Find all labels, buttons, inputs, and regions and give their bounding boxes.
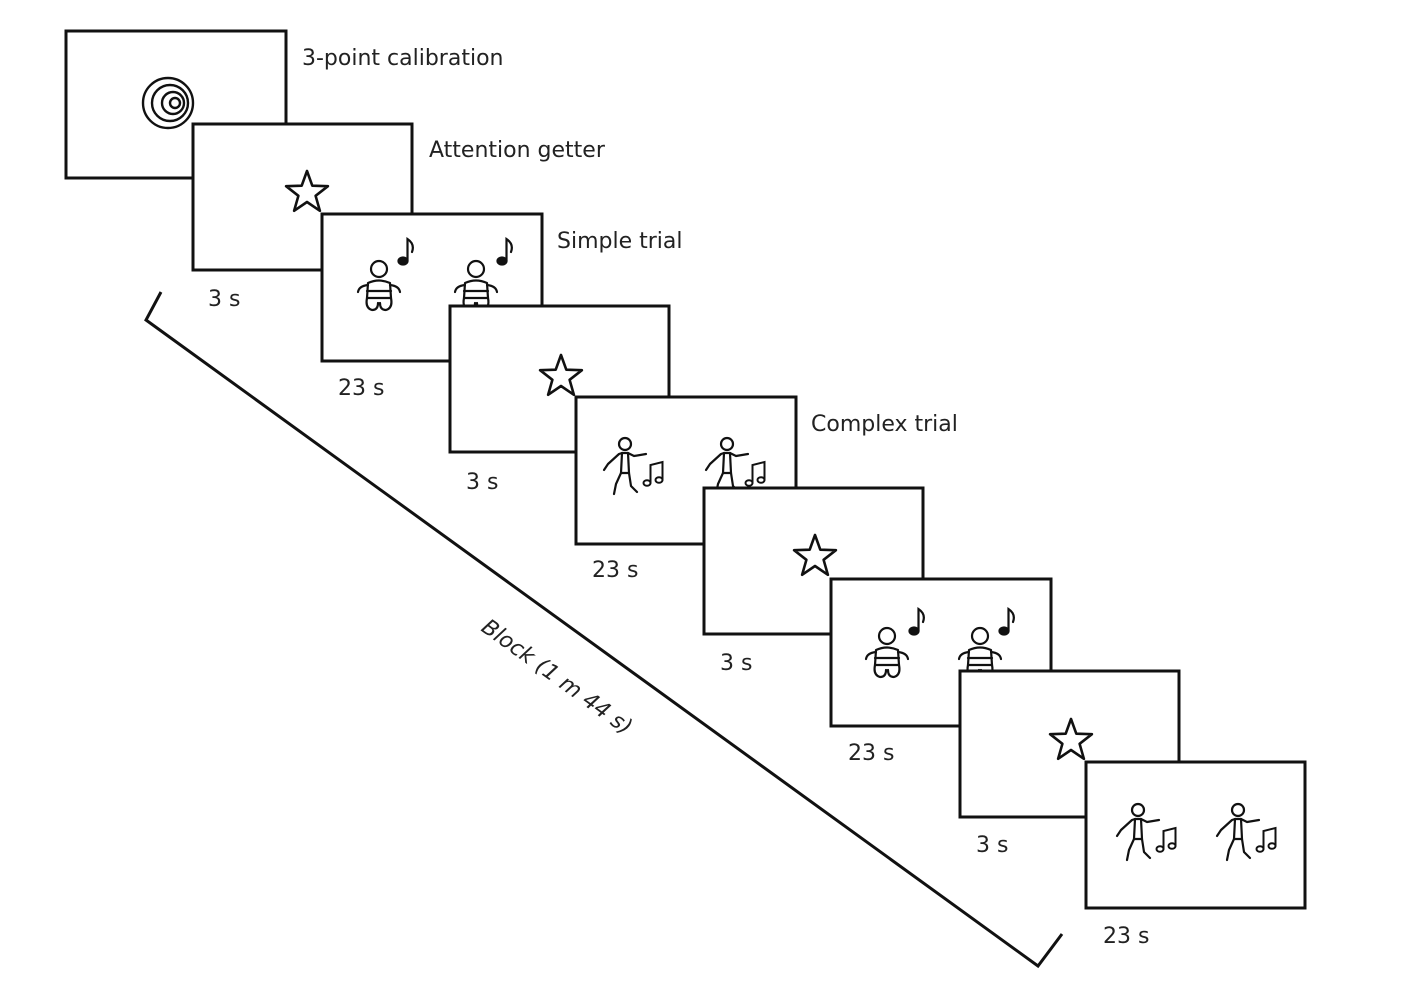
screen-attention-getter xyxy=(448,304,671,454)
label-simple-trial: Simple trial xyxy=(557,229,683,254)
screen-complex-trial xyxy=(1084,760,1307,910)
duration-label: 23 s xyxy=(338,376,384,401)
label-calibration: 3-point calibration xyxy=(302,46,503,71)
block-bracket-line xyxy=(144,291,1064,969)
calibration-target-icon xyxy=(141,76,195,130)
duration-label: 3 s xyxy=(466,470,498,495)
duration-label: 3 s xyxy=(208,287,240,312)
duration-label: 23 s xyxy=(848,741,894,766)
block-duration-label: Block (1 m 44 s) xyxy=(476,615,636,741)
duration-label: 23 s xyxy=(592,558,638,583)
duration-label: 23 s xyxy=(1103,924,1149,949)
label-attention-getter: Attention getter xyxy=(429,138,606,163)
duration-label: 3 s xyxy=(976,833,1008,858)
label-complex-trial: Complex trial xyxy=(811,412,958,437)
duration-label: 3 s xyxy=(720,651,752,676)
